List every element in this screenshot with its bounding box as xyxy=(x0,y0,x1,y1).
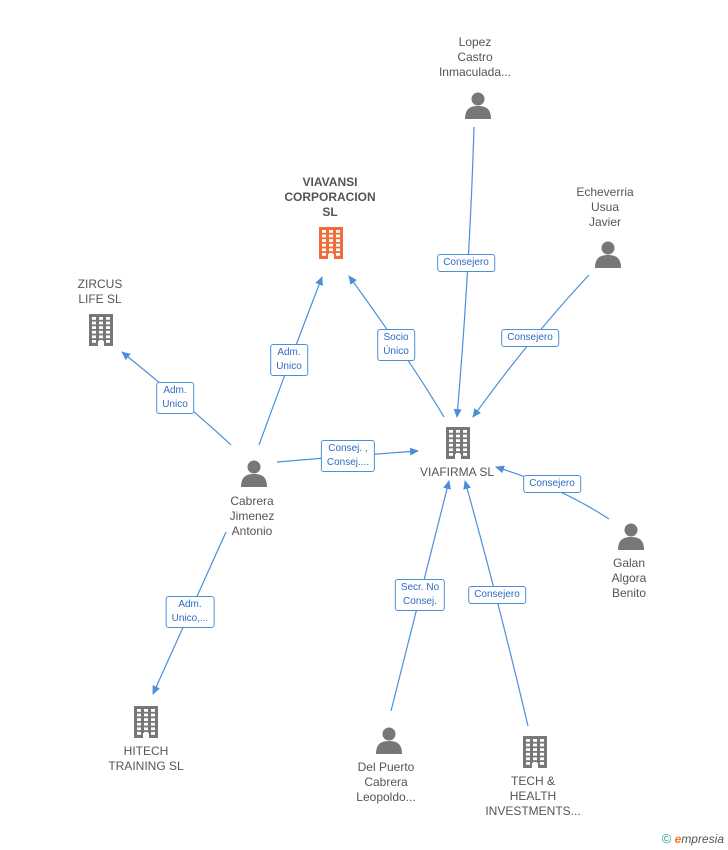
brand-footer: © empresia xyxy=(662,831,724,846)
node-label-viafirma[interactable]: VIAFIRMA SL xyxy=(419,465,495,479)
building-icon[interactable] xyxy=(443,426,473,465)
copyright-icon: © xyxy=(661,831,672,846)
edge-label-cabrera-hitech: Adm. Unico,... xyxy=(165,596,215,628)
node-label-viavansi[interactable]: VIAVANSI CORPORACION SL xyxy=(284,175,376,219)
person-icon[interactable] xyxy=(617,522,645,555)
building-icon[interactable] xyxy=(316,226,346,265)
person-icon[interactable] xyxy=(594,240,622,273)
edge-label-delpuerto-viafirma: Secr. No Consej. xyxy=(394,579,446,611)
building-icon[interactable] xyxy=(131,705,161,744)
node-label-hitech[interactable]: HITECH TRAINING SL xyxy=(108,744,184,773)
node-label-tech-health[interactable]: TECH & HEALTH INVESTMENTS... xyxy=(485,774,581,818)
edge-label-lopez-viafirma: Consejero xyxy=(437,254,495,272)
node-label-echeverria[interactable]: Echeverria Usua Javier xyxy=(576,185,634,229)
building-icon[interactable] xyxy=(520,735,550,774)
edge-label-echeverria-viafirma: Consejero xyxy=(501,329,559,347)
person-icon[interactable] xyxy=(464,91,492,124)
person-icon[interactable] xyxy=(375,726,403,759)
edge-label-cabrera-viavansi: Adm. Unico xyxy=(270,344,308,376)
node-label-cabrera[interactable]: Cabrera Jimenez Antonio xyxy=(229,494,275,538)
edge-label-viafirma-viavansi: Socio Único xyxy=(377,329,415,361)
building-icon[interactable] xyxy=(86,313,116,352)
node-label-delpuerto[interactable]: Del Puerto Cabrera Leopoldo... xyxy=(356,760,416,804)
edge-label-cabrera-zircus: Adm. Unico xyxy=(156,382,194,414)
person-icon[interactable] xyxy=(240,459,268,492)
edge-label-cabrera-viafirma: Consej. , Consej.... xyxy=(320,440,376,472)
edge-label-tech-health-viafirma: Consejero xyxy=(468,586,526,604)
edge-label-galan-viafirma: Consejero xyxy=(523,475,581,493)
edge-lopez-viafirma xyxy=(453,126,475,418)
node-label-galan[interactable]: Galan Algora Benito xyxy=(611,556,647,600)
node-label-lopez[interactable]: Lopez Castro Inmaculada... xyxy=(438,35,512,79)
node-label-zircus[interactable]: ZIRCUS LIFE SL xyxy=(77,277,123,306)
brand-logo[interactable]: empresia xyxy=(674,832,724,846)
